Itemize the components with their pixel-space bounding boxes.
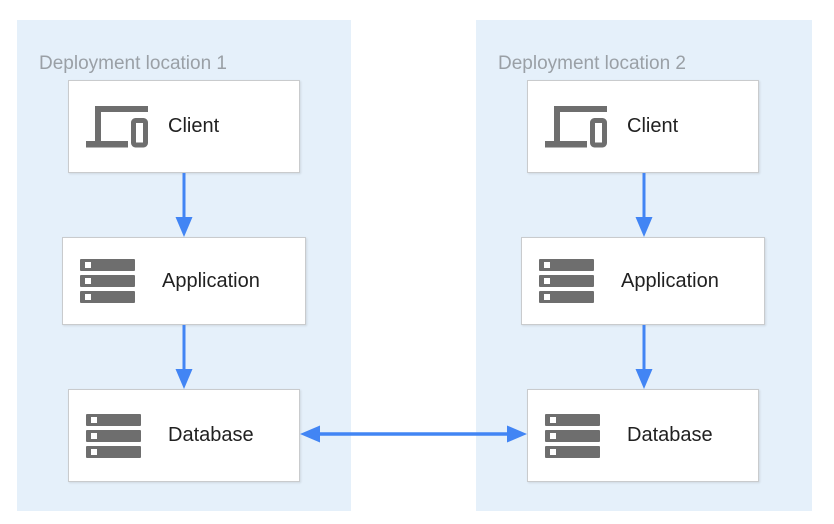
arrow-application1-to-database1 — [174, 325, 194, 389]
node-application-1: Application — [62, 237, 306, 325]
node-label: Client — [168, 115, 220, 137]
node-label: Database — [168, 424, 254, 446]
node-database-2: Database — [527, 389, 759, 482]
panel-title: Deployment location 1 — [39, 53, 227, 74]
node-application-2: Application — [521, 237, 765, 325]
arrow-client2-to-application2 — [634, 173, 654, 237]
client-devices-icon — [545, 105, 627, 148]
arrow-application2-to-database2 — [634, 325, 654, 389]
server-stack-icon — [545, 413, 627, 458]
database-sync-bidirectional-arrow — [300, 424, 527, 444]
node-database-1: Database — [68, 389, 300, 482]
server-stack-icon — [80, 259, 162, 303]
deployment-location-2-panel: Deployment location 2 Client — [476, 20, 812, 511]
deployment-location-1-panel: Deployment location 1 Client — [17, 20, 351, 511]
arrow-client1-to-application1 — [174, 173, 194, 237]
node-client-1: Client — [68, 80, 300, 173]
node-label: Database — [627, 424, 713, 446]
server-stack-icon — [539, 259, 621, 303]
node-label: Application — [162, 269, 260, 292]
client-devices-icon — [86, 105, 168, 148]
node-label: Client — [627, 115, 679, 137]
panel-title: Deployment location 2 — [498, 53, 686, 74]
server-stack-icon — [86, 413, 168, 458]
node-client-2: Client — [527, 80, 759, 173]
node-label: Application — [621, 269, 719, 292]
